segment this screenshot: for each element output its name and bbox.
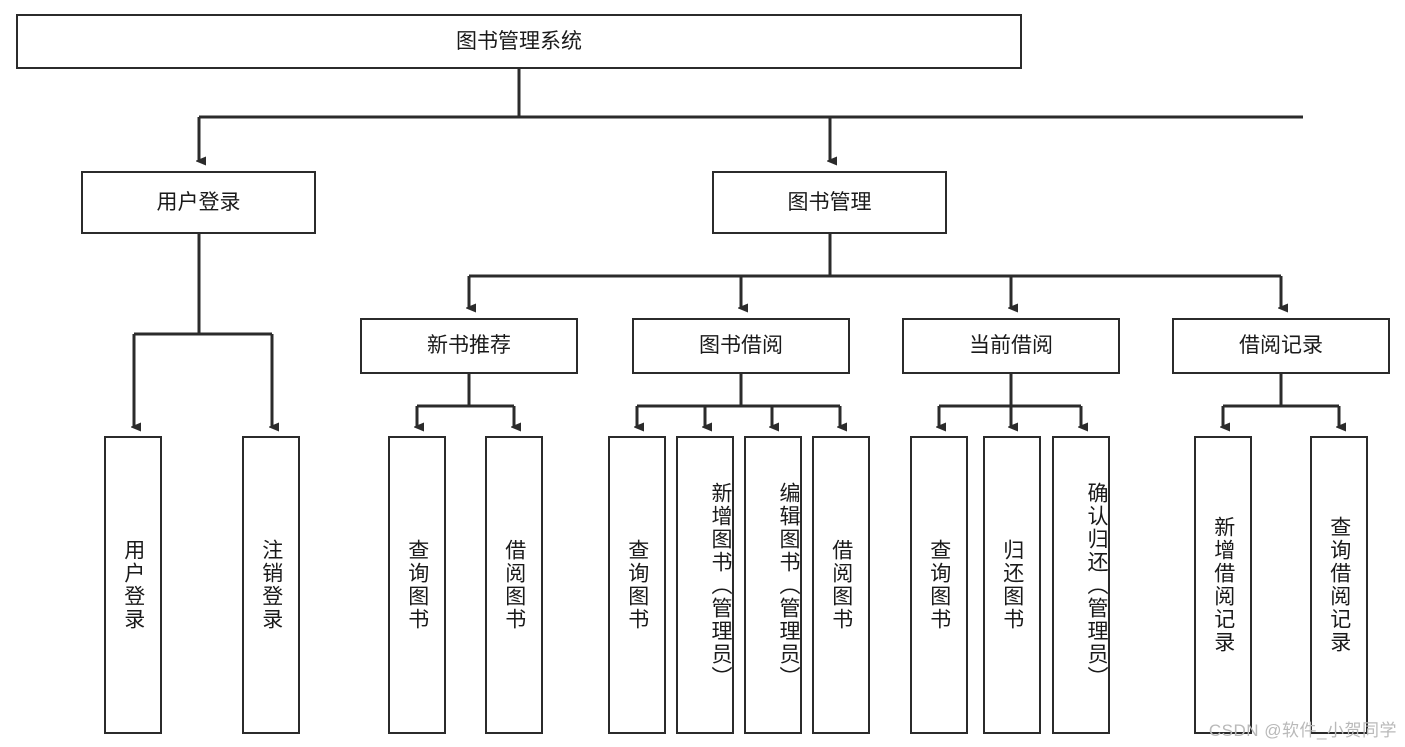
node-book-borrow[interactable]: 图书借阅 [632,318,850,374]
node-borrow-record[interactable]: 借阅记录 [1172,318,1390,374]
leaf-user-login-label: 用户登录 [121,539,145,631]
leaf-logout[interactable]: 注销登录 [242,436,300,734]
leaf-add-book-admin[interactable]: 新增图书（管理员） [676,436,734,734]
node-user-login[interactable]: 用户登录 [81,171,316,234]
node-new-book-recommend[interactable]: 新书推荐 [360,318,578,374]
leaf-query-book-recommend-label: 查询图书 [405,539,429,631]
leaf-query-book-current[interactable]: 查询图书 [910,436,968,734]
node-root[interactable]: 图书管理系统 [16,14,1022,69]
node-root-label: 图书管理系统 [456,29,582,53]
leaf-confirm-return-admin[interactable]: 确认归还（管理员） [1052,436,1110,734]
leaf-query-borrow-record-label: 查询借阅记录 [1327,516,1351,654]
node-new-book-recommend-label: 新书推荐 [427,334,511,358]
node-book-management-label: 图书管理 [787,190,872,214]
leaf-borrow-book[interactable]: 借阅图书 [812,436,870,734]
node-current-borrow[interactable]: 当前借阅 [902,318,1120,374]
leaf-user-login[interactable]: 用户登录 [104,436,162,734]
leaf-add-book-admin-label: 新增图书（管理员） [709,481,732,689]
leaf-edit-book-admin-label: 编辑图书（管理员） [777,481,800,689]
node-book-borrow-label: 图书借阅 [699,334,783,358]
leaf-query-book-borrow[interactable]: 查询图书 [608,436,666,734]
csdn-watermark: CSDN @软件_小贺同学 [1208,721,1397,740]
leaf-borrow-book-recommend[interactable]: 借阅图书 [485,436,543,734]
leaf-query-book-recommend[interactable]: 查询图书 [388,436,446,734]
leaf-return-book-label: 归还图书 [1000,539,1024,631]
node-borrow-record-label: 借阅记录 [1239,334,1323,358]
node-user-login-label: 用户登录 [156,190,241,214]
leaf-query-book-borrow-label: 查询图书 [625,539,649,631]
leaf-confirm-return-admin-label: 确认归还（管理员） [1085,481,1108,689]
leaf-query-borrow-record[interactable]: 查询借阅记录 [1310,436,1368,734]
node-book-management[interactable]: 图书管理 [712,171,947,234]
node-current-borrow-label: 当前借阅 [969,334,1053,358]
leaf-query-book-current-label: 查询图书 [927,539,951,631]
leaf-edit-book-admin[interactable]: 编辑图书（管理员） [744,436,802,734]
leaf-borrow-book-recommend-label: 借阅图书 [502,539,526,631]
leaf-add-borrow-record-label: 新增借阅记录 [1211,516,1235,654]
leaf-return-book[interactable]: 归还图书 [983,436,1041,734]
leaf-logout-label: 注销登录 [259,539,283,631]
leaf-borrow-book-label: 借阅图书 [829,539,853,631]
leaf-add-borrow-record[interactable]: 新增借阅记录 [1194,436,1252,734]
